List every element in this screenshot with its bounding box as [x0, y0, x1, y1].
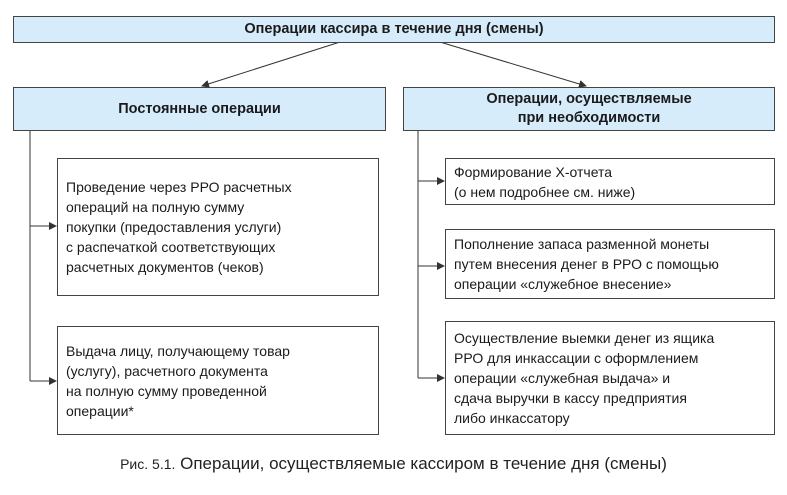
caption-prefix: Рис. 5.1. [120, 456, 176, 472]
left-item-1-text: Проведение через РРО расчетных операций … [66, 179, 292, 275]
top-box: Операции кассира в течение дня (смены) [13, 16, 775, 43]
right-item-1-text: Формирование Х-отчета (о нем подробнее с… [454, 163, 636, 200]
figure-caption: Рис. 5.1. Операции, осуществляемые касси… [0, 454, 787, 474]
right-item-3: Осуществление выемки денег из ящика РРО … [445, 321, 775, 435]
arrow-top-to-left [201, 41, 341, 88]
left-item-2: Выдача лицу, получающему товар (услугу),… [57, 326, 379, 435]
right-header-label: Операции, осуществляемые при необходимос… [486, 91, 692, 126]
left-header-box: Постоянные операции [13, 87, 386, 131]
right-item-3-text: Осуществление выемки денег из ящика РРО … [454, 330, 715, 426]
caption-text: Операции, осуществляемые кассиром в тече… [180, 454, 667, 473]
right-item-2: Пополнение запаса разменной монеты путем… [445, 229, 775, 299]
left-item-2-text: Выдача лицу, получающему товар (услугу),… [66, 342, 290, 419]
right-item-1: Формирование Х-отчета (о нем подробнее с… [445, 158, 775, 205]
top-box-title: Операции кассира в течение дня (смены) [244, 21, 544, 37]
left-item-1: Проведение через РРО расчетных операций … [57, 158, 379, 296]
right-header-box: Операции, осуществляемые при необходимос… [403, 87, 775, 131]
arrow-top-to-right [439, 41, 587, 88]
right-item-2-text: Пополнение запаса разменной монеты путем… [454, 236, 719, 292]
left-header-label: Постоянные операции [118, 100, 281, 117]
